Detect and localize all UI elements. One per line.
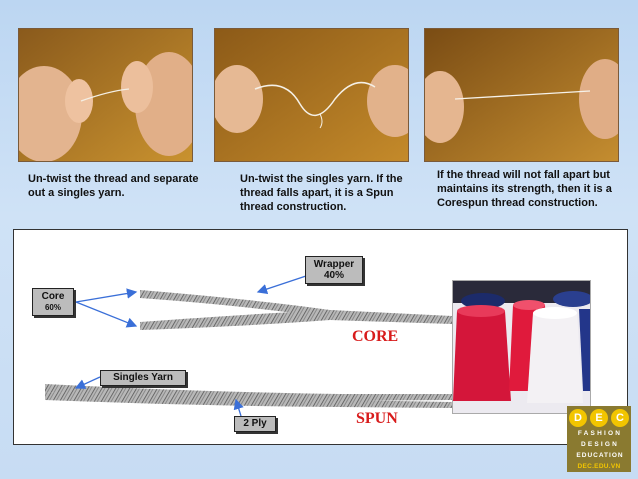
core-heading: CORE <box>352 328 399 345</box>
logo-letter-e: E <box>590 409 608 427</box>
core-strand-lower <box>140 310 452 330</box>
spun-strand-lower <box>45 392 452 408</box>
core-percent: 60% <box>44 303 61 312</box>
core-label-text: Core <box>41 291 65 302</box>
wrapper-label: Wrapper 40% <box>305 256 363 284</box>
wrapper-label-text: Wrapper <box>313 259 355 270</box>
logo-line-design: DESIGN <box>580 441 620 448</box>
singles-arrow <box>74 376 101 389</box>
caption-step-1: Un-twist the thread and separate out a s… <box>28 173 199 199</box>
spun-strand-upper <box>45 384 452 401</box>
logo-url: DEC.EDU.VN <box>577 463 621 470</box>
logo-letter-d: D <box>569 409 587 427</box>
photo-untwist-singles-yarn <box>214 28 409 162</box>
photo-corespun-thread <box>424 28 619 162</box>
ply-arrow <box>233 398 244 417</box>
logo-letter-c: C <box>611 409 629 427</box>
spun-heading: SPUN <box>356 410 398 427</box>
dec-logo: D E C FASHION DESIGN EDUCATION DEC.EDU.V… <box>567 406 631 472</box>
core-label: Core 60% <box>32 288 74 316</box>
photo-untwist-thread <box>18 28 193 162</box>
core-arrow-lower <box>75 301 138 328</box>
caption-step-2: Un-twist the singles yarn. If the thread… <box>240 173 403 213</box>
two-ply-label: 2 Ply <box>234 416 276 432</box>
singles-yarn-label: Singles Yarn <box>100 370 186 386</box>
logo-line-education: EDUCATION <box>576 452 624 459</box>
thread-spools-photo <box>452 280 591 414</box>
wrapper-percent: 40% <box>323 270 344 281</box>
wrapper-arrow <box>256 275 307 295</box>
caption-step-3: If the thread will not fall apart but ma… <box>437 169 612 209</box>
core-arrow-upper <box>75 288 138 303</box>
logo-line-fashion: FASHION <box>577 430 623 437</box>
